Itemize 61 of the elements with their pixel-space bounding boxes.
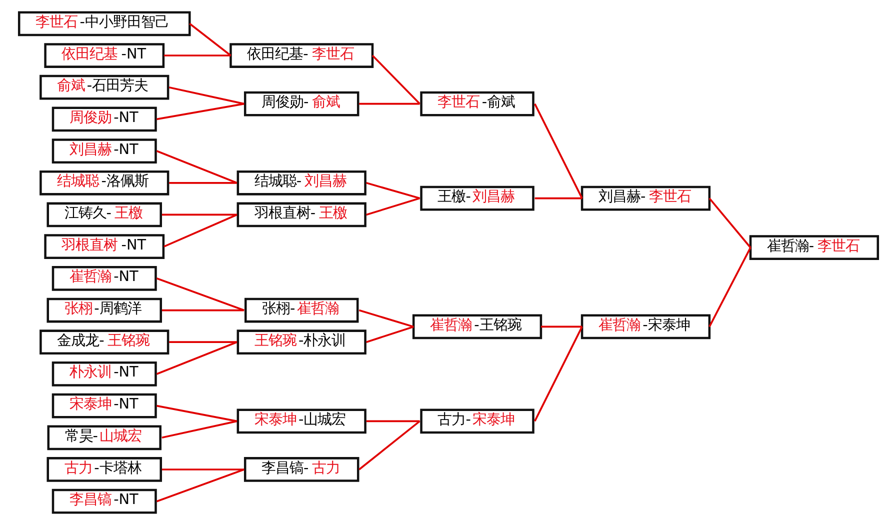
connector: [168, 341, 236, 344]
connector: [163, 54, 230, 56]
connector: [156, 278, 244, 312]
connector: [161, 309, 244, 312]
connector: [161, 420, 237, 439]
node-box: 依田纪基-NT: [44, 43, 164, 68]
connector: [156, 404, 237, 422]
connector: [708, 198, 751, 248]
connector: [533, 103, 582, 199]
node-box: 俞斌-石田芳夫: [39, 74, 169, 100]
connector: [534, 197, 582, 200]
node-box: 宋泰坤-NT: [51, 393, 156, 418]
connector: [358, 102, 420, 105]
connector: [156, 102, 244, 120]
connector: [708, 247, 751, 328]
node-box: 金成龙-王铭琬: [39, 330, 169, 355]
node-box: 张栩-崔哲瀚: [244, 298, 358, 323]
connector: [533, 326, 582, 422]
connector: [156, 468, 244, 502]
node-box: 刘昌赫-李世石: [580, 186, 710, 211]
node-box: 崔哲瀚-王铭琬: [412, 314, 542, 340]
connector: [366, 182, 420, 200]
node-box: 李世石-俞斌: [420, 91, 534, 116]
node-box: 崔哲瀚-李世石: [748, 235, 879, 260]
connector: [366, 197, 420, 216]
connector: [161, 214, 236, 216]
node-box: 结城聪-刘昌赫: [236, 170, 366, 196]
node-box: 李世石-中小野田智己: [17, 11, 190, 36]
node-box: 张栩-周鹤洋: [46, 298, 162, 323]
node-box: 羽根直树-NT: [44, 234, 164, 259]
node-box: 周俊勋-俞斌: [243, 91, 359, 116]
connector: [163, 214, 237, 248]
connector: [156, 341, 237, 375]
connector: [358, 420, 420, 470]
node-box: 朴永训-NT: [51, 362, 156, 386]
connector: [358, 309, 414, 328]
node-box: 周俊勋-NT: [51, 106, 156, 132]
node-box: 刘昌赫-NT: [51, 138, 156, 164]
node-box: 依田纪基-李世石: [229, 43, 374, 68]
node-box: 李昌镐-古力: [243, 457, 359, 482]
connector: [168, 182, 236, 184]
node-box: 羽根直树-王檄: [236, 202, 366, 228]
node-box: 古力-宋泰坤: [420, 408, 534, 434]
connector: [366, 326, 414, 343]
connector: [156, 150, 237, 184]
connector: [161, 468, 244, 470]
connector: [540, 326, 582, 328]
connector: [371, 54, 420, 104]
node-box: 王檄-刘昌赫: [420, 186, 534, 211]
node-box: 古力-卡塔林: [46, 457, 162, 482]
node-box: 崔哲瀚-宋泰坤: [580, 314, 710, 340]
node-box: 常昊-山城宏: [46, 425, 161, 450]
node-box: 宋泰坤-山城宏: [236, 408, 366, 434]
connector: [366, 420, 420, 422]
node-box: 王铭琬-朴永训: [236, 330, 366, 355]
node-box: 江铸久-王檄: [46, 202, 162, 228]
node-box: 崔哲瀚-NT: [51, 266, 156, 291]
connector: [168, 86, 244, 105]
node-box: 结城聪-洛佩斯: [39, 170, 169, 196]
node-box: 李昌镐-NT: [51, 488, 156, 514]
connector: [188, 22, 231, 56]
